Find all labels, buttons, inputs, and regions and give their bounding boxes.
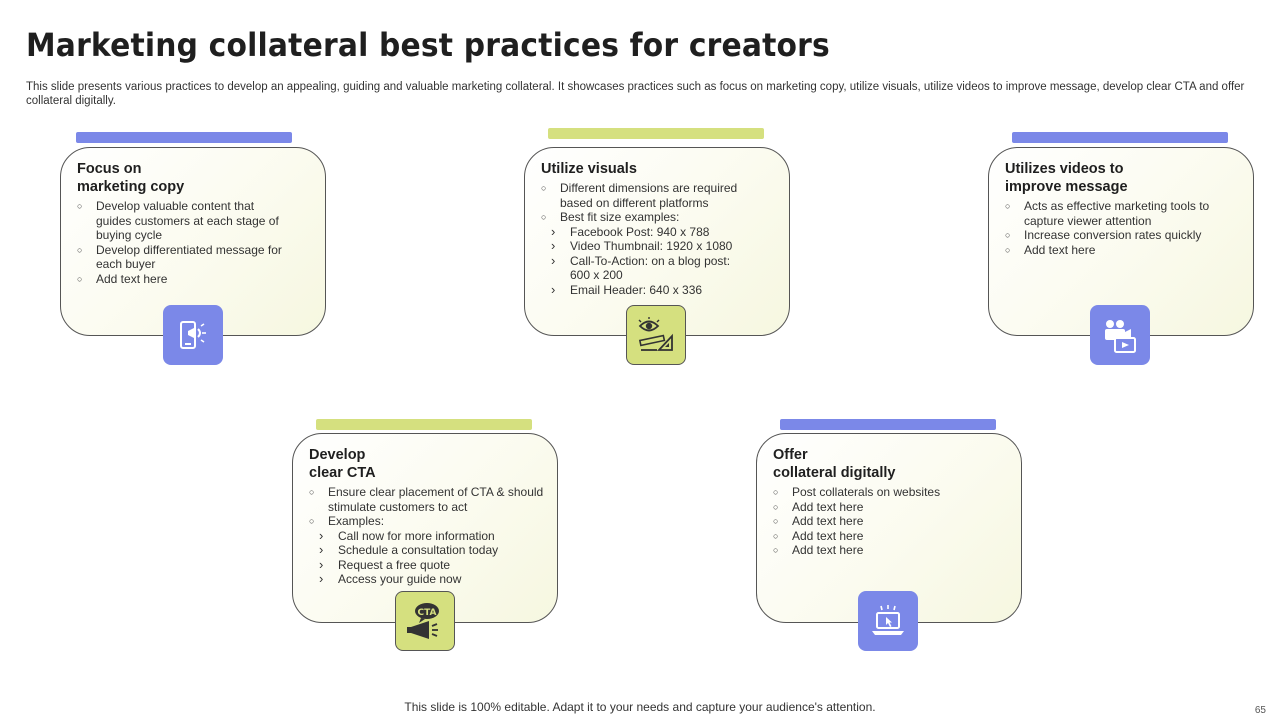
list-item: Examples: [309,514,545,529]
list-item: Add text here [1005,243,1217,258]
list-item: Facebook Post: 940 x 788 [541,225,763,240]
list-item: Different dimensions are required based … [541,181,763,210]
page-number: 65 [1254,705,1266,716]
card-title: Offer collateral digitally [773,447,896,481]
list-item: Ensure clear placement of CTA & should s… [309,485,545,514]
list-item: Call-To-Action: on a blog post: 600 x 20… [541,254,740,283]
card-title: Develop clear CTA [309,447,376,481]
slide-subtitle: This slide presents various practices to… [26,81,1245,107]
mobile-megaphone-icon [163,305,223,365]
list-item: Add text here [773,529,985,544]
card-title: Focus on marketing copy [77,161,185,195]
card-utilize-videos: Utilizes videos to improve message Acts … [988,147,1254,336]
eye-design-tools-icon [626,305,686,365]
card-4-accent-bar [316,419,532,430]
list-item: Best fit size examples: [541,210,763,225]
list-item: Email Header: 640 x 336 [541,283,763,298]
card-points: Post collaterals on websites Add text he… [773,485,985,558]
list-item: Add text here [77,272,289,287]
list-item: Add text here [773,543,985,558]
list-item: Video Thumbnail: 1920 x 1080 [541,239,763,254]
card-title: Utilizes videos to improve message [1005,161,1128,195]
card-points: Develop valuable content that guides cus… [77,199,289,286]
laptop-click-icon [858,591,918,651]
cta-icon-label: CTA [417,608,436,618]
slide-footer: This slide is 100% editable. Adapt it to… [404,700,876,714]
list-item: Request a free quote [309,558,545,573]
card-5-accent-bar [780,419,996,430]
list-item: Access your guide now [309,572,545,587]
card-points: Ensure clear placement of CTA & should s… [309,485,545,529]
list-item: Schedule a consultation today [309,543,545,558]
list-item: Increase conversion rates quickly [1005,228,1217,243]
card-3-accent-bar [1012,132,1228,143]
card-2-accent-bar [548,128,764,139]
card-subpoints: Facebook Post: 940 x 788 Video Thumbnail… [541,225,763,298]
card-title: Utilize visuals [541,161,637,177]
list-item: Develop differentiated message for each … [77,243,289,272]
list-item: Acts as effective marketing tools to cap… [1005,199,1217,228]
card-points: Acts as effective marketing tools to cap… [1005,199,1217,257]
card-subpoints: Call now for more information Schedule a… [309,529,545,587]
cta-megaphone-icon: CTA [395,591,455,651]
list-item: Add text here [773,500,985,515]
list-item: Develop valuable content that guides cus… [77,199,289,243]
slide-title: Marketing collateral best practices for … [26,26,830,64]
card-focus-marketing-copy: Focus on marketing copy Develop valuable… [60,147,326,336]
video-camera-icon [1090,305,1150,365]
card-1-accent-bar [76,132,292,143]
card-utilize-visuals: Utilize visuals Different dimensions are… [524,147,790,336]
card-points: Different dimensions are required based … [541,181,763,225]
list-item: Add text here [773,514,985,529]
list-item: Post collaterals on websites [773,485,985,500]
list-item: Call now for more information [309,529,545,544]
